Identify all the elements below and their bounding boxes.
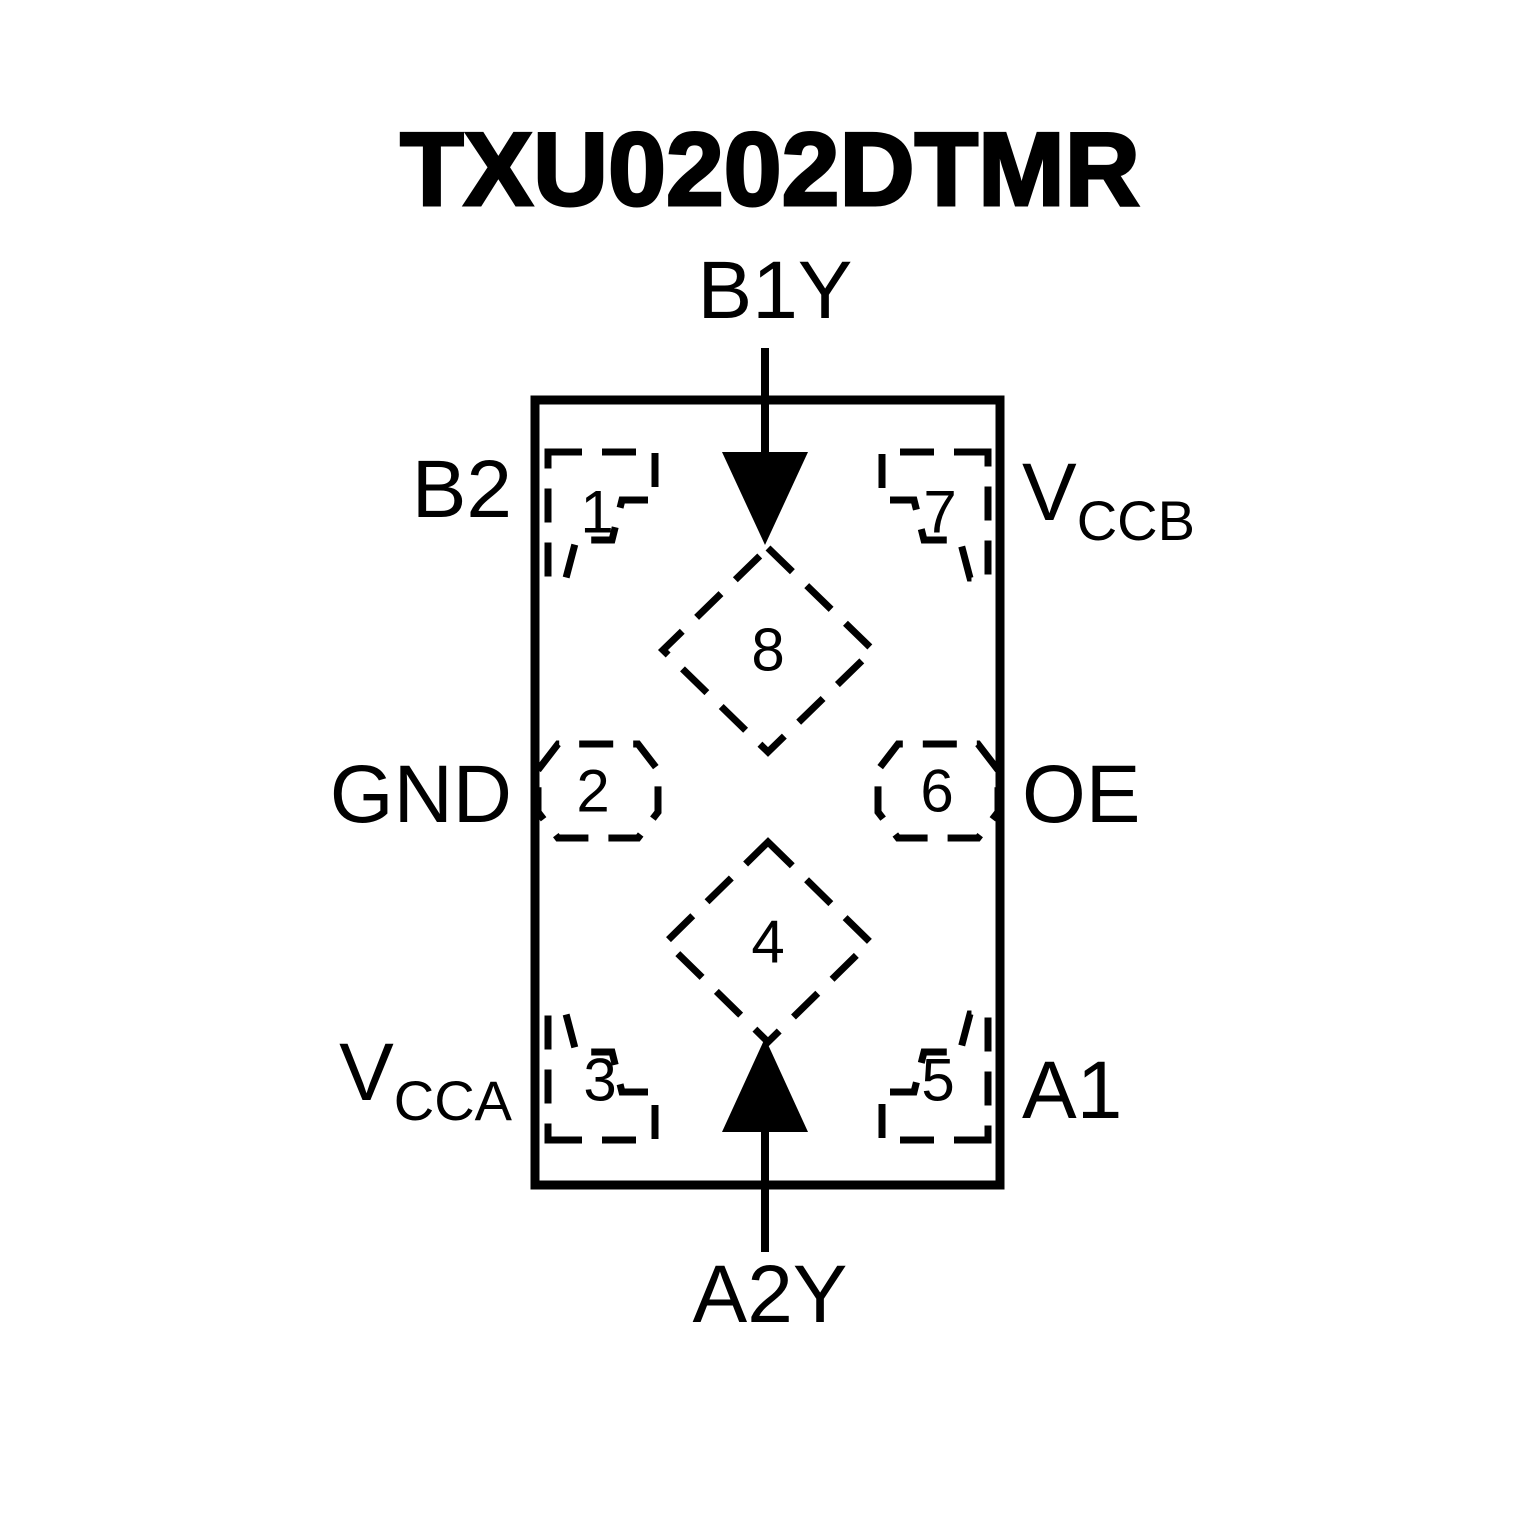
pad-pin-8 <box>657 543 879 757</box>
pin-label-b1y: B1Y <box>698 245 853 336</box>
pin-number-6: 6 <box>920 758 953 825</box>
pin-label-a1: A1 <box>1022 1045 1122 1136</box>
pin-label-vcca: VCCA <box>339 1027 513 1132</box>
pad-pin-7 <box>878 448 992 582</box>
pad-pin-6 <box>874 740 1002 842</box>
pad-pin-5 <box>878 1010 992 1144</box>
part-number-title: TXU0202DTMR <box>400 112 1140 228</box>
pad-pin-2 <box>534 740 662 842</box>
pin-label-vcca-main: V <box>339 1027 394 1118</box>
pad-pin-1 <box>544 448 659 582</box>
pad-pin-3 <box>544 1010 659 1144</box>
pin-label-vccb-main: V <box>1022 447 1077 538</box>
pin-label-vcca-sub: CCA <box>394 1069 513 1132</box>
pin-label-gnd: GND <box>330 749 512 840</box>
pin-number-1: 1 <box>580 479 613 546</box>
pin-number-4: 4 <box>751 909 784 976</box>
pad-pin-4 <box>661 837 875 1047</box>
pin-label-a2y: A2Y <box>693 1249 848 1340</box>
pin-label-vccb-sub: CCB <box>1077 489 1195 552</box>
pin-number-8: 8 <box>751 617 784 684</box>
pin-label-vccb: VCCB <box>1022 447 1195 552</box>
pin-label-b2: B2 <box>412 444 512 535</box>
pin-number-5: 5 <box>921 1047 954 1114</box>
pin-number-7: 7 <box>923 479 956 546</box>
pin-number-2: 2 <box>576 758 609 825</box>
arrowhead-a2y-icon <box>722 1038 808 1132</box>
arrowhead-b1y-icon <box>722 452 808 545</box>
pin-label-oe: OE <box>1022 749 1140 840</box>
pin-number-3: 3 <box>583 1047 616 1114</box>
